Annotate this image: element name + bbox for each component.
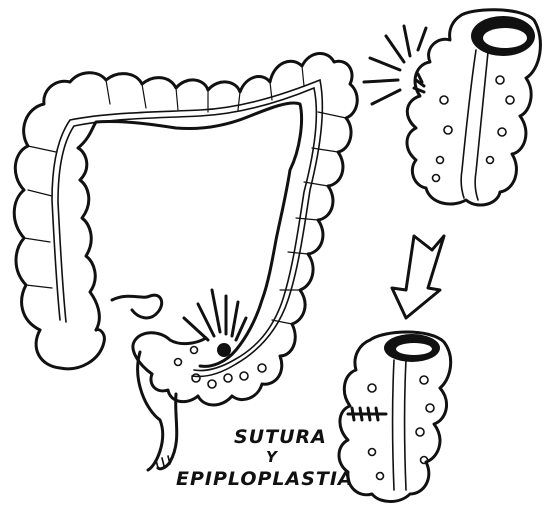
cecum [36,330,104,369]
rectum-inner [158,394,177,469]
segment-bottom-lumen [393,360,407,490]
colon-outer-outline [14,53,357,405]
lumen-inner-bottom [396,343,432,355]
colon-drawing [14,53,357,470]
colon-inner-outline [78,103,302,366]
caption-line-1: SUTURA [234,426,327,448]
caption-line-2: Y [266,448,278,466]
segment-perforated [364,10,540,205]
segment-top-lumen [461,50,488,200]
colon-lumen-line-a [52,80,322,377]
lumen-inner-top [483,28,527,48]
segment-bottom-mucosa [368,376,434,480]
caption-line-3: EPIPLOPLASTIA [176,468,354,490]
segment-repaired [339,332,451,502]
transition-arrow [392,236,444,318]
perforation-dot [217,343,231,357]
perforation-burst [184,290,246,340]
appendix [112,295,162,318]
rectum [138,352,163,470]
segment-top-mucosa [433,76,515,182]
suture-stitches [348,408,386,420]
